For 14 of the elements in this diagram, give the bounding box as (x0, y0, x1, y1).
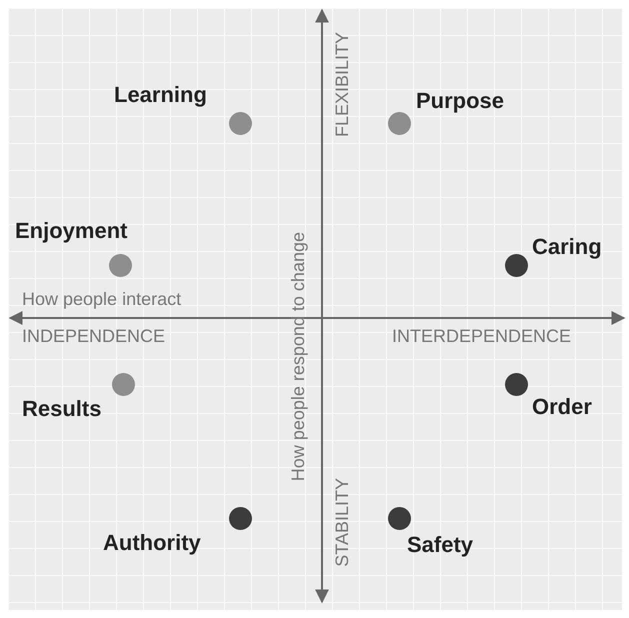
axis-end-label: STABILITY (332, 478, 353, 567)
axis-title: How people respond to change (288, 232, 309, 482)
axis-end-label: INTERDEPENDENCE (392, 326, 572, 347)
point-label: Order (532, 394, 592, 420)
point-label: Caring (532, 234, 602, 260)
point-label: Safety (407, 532, 474, 558)
point-label: Results (22, 396, 102, 422)
point-label: Authority (103, 530, 201, 556)
axis-end-label: INDEPENDENCE (22, 326, 166, 347)
point-label: Enjoyment (15, 218, 128, 244)
axis-end-label: FLEXIBILITY (332, 32, 353, 138)
point-label: Purpose (416, 88, 504, 114)
point-label: Learning (114, 82, 207, 108)
axis-title: How people interact (22, 289, 182, 310)
